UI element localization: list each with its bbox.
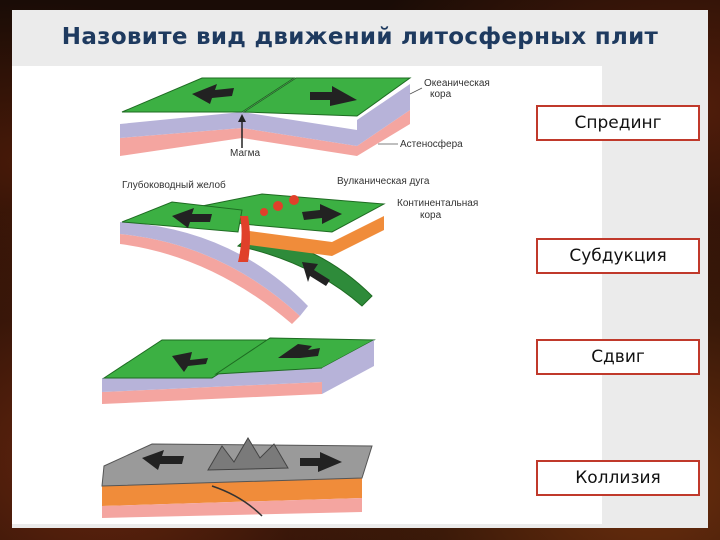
slide-title: Назовите вид движений литосферных плит — [12, 24, 708, 50]
transform-block — [102, 338, 374, 404]
answer-transform-button[interactable]: Сдвиг — [536, 339, 700, 375]
answer-spreading-button[interactable]: Спрединг — [536, 105, 700, 141]
plate-movement-diagram: Магма Океаническая кора Астеносфера Глуб… — [12, 66, 602, 524]
magma-label: Магма — [230, 148, 261, 159]
volcano-2 — [273, 201, 283, 211]
collision-block — [102, 438, 372, 518]
continental-crust-label-1: Континентальная — [397, 198, 478, 209]
spreading-block: Магма Океаническая кора Астеносфера — [120, 78, 490, 159]
answer-collision-button[interactable]: Коллизия — [536, 460, 700, 496]
subduction-block: Глубоководный желоб Вулканическая дуга К… — [120, 176, 478, 324]
volcano-3 — [289, 195, 299, 205]
oceanic-crust-label-1: Океаническая — [424, 78, 490, 89]
continental-crust-label-2: кора — [420, 210, 442, 221]
mountain-range — [208, 438, 288, 470]
oceanic-crust-label-2: кора — [430, 89, 452, 100]
volcanic-arc-label: Вулканическая дуга — [337, 176, 430, 187]
answer-subduction-button[interactable]: Субдукция — [536, 238, 700, 274]
trench-label: Глубоководный желоб — [122, 179, 226, 191]
asthenosphere-label: Астеносфера — [400, 138, 463, 150]
oceanic-pointer — [410, 88, 422, 94]
diagram-svg: Магма Океаническая кора Астеносфера Глуб… — [12, 66, 602, 524]
volcano-1 — [260, 208, 268, 216]
